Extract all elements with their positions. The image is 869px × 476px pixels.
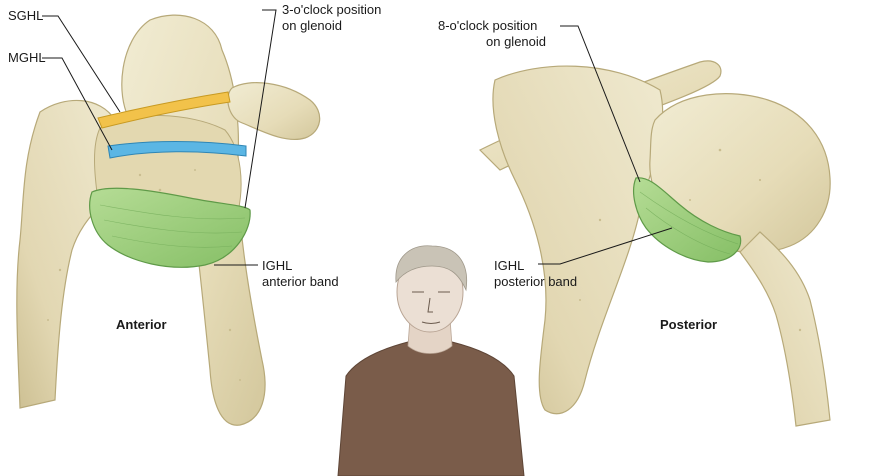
- eight-oclock-line1: 8-o'clock position: [438, 18, 538, 33]
- ighl-posterior-label: IGHL posterior band: [494, 258, 577, 290]
- ighl-posterior-line1: IGHL: [494, 258, 525, 273]
- ighl-anterior-label: IGHL anterior band: [262, 258, 339, 290]
- sghl-label: SGHL: [8, 8, 44, 23]
- anterior-shoulder: [16, 14, 321, 426]
- leader-lines: [42, 9, 673, 266]
- anterior-view-label: Anterior: [116, 317, 167, 332]
- posterior-scapula: [492, 65, 664, 415]
- person-hair: [395, 245, 468, 292]
- ighl-posterior-band: [633, 177, 742, 263]
- three-oclock-line1: 3-o'clock position: [282, 2, 382, 17]
- leader-sghl: [42, 15, 121, 113]
- leader-ighl-posterior: [538, 227, 673, 265]
- eight-oclock-line2: on glenoid: [486, 34, 546, 49]
- ighl-anterior-fibers: [99, 204, 246, 248]
- posterior-humerus-shaft: [739, 231, 831, 427]
- three-oclock-line2: on glenoid: [282, 18, 342, 33]
- ighl-anterior-line2: anterior band: [262, 274, 339, 289]
- posterior-shoulder: [478, 60, 831, 427]
- ighl-anterior-band: [89, 187, 251, 268]
- sghl-band: [97, 91, 231, 129]
- person-face: [412, 291, 450, 324]
- person-figure: [337, 245, 525, 476]
- anterior-acromion: [227, 82, 321, 140]
- ighl-posterior-fibers: [639, 191, 739, 255]
- person-shirt: [337, 341, 525, 476]
- three-oclock-label: 3-o'clock position on glenoid: [282, 2, 381, 34]
- posterior-view-label: Posterior: [660, 317, 718, 332]
- leader-mghl: [42, 57, 113, 151]
- ighl-posterior-line2: posterior band: [494, 274, 578, 289]
- leader-3oclock: [244, 9, 277, 209]
- ighl-anterior-line1: IGHL: [262, 258, 293, 273]
- mghl-band: [107, 141, 247, 159]
- eight-oclock-label: 8-o'clock position on glenoid: [438, 18, 546, 50]
- leader-8oclock: [560, 25, 641, 183]
- posterior-bone-texture: [579, 148, 802, 332]
- mghl-label: MGHL: [8, 50, 46, 65]
- posterior-humerus-head: [649, 93, 831, 253]
